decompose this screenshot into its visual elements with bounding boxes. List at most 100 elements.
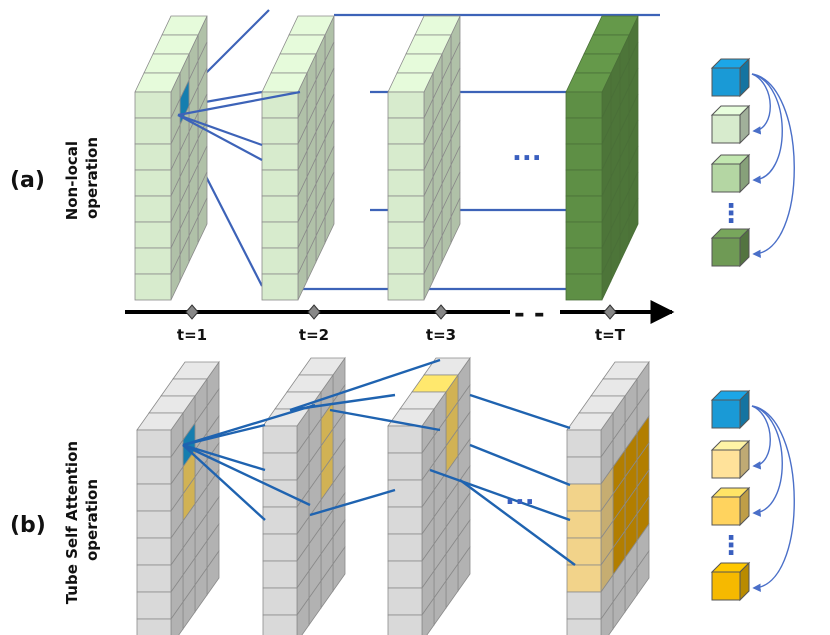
panel-b-attention-link (182, 443, 311, 507)
panel-b-attention-link (289, 393, 396, 412)
cube-front (387, 91, 425, 119)
cube-front (261, 91, 299, 119)
timeline-tick-marker (307, 304, 321, 320)
panel-b-attention-link (309, 488, 396, 517)
cube-front (566, 618, 602, 635)
cube-side (600, 600, 614, 635)
panel-b-frame-t1 (136, 360, 220, 635)
cube-front (262, 506, 298, 535)
cube-front (134, 273, 172, 301)
cube-front (565, 273, 603, 301)
panel-b-tag: (b) (10, 513, 46, 538)
panel-b-frame-t3 (387, 356, 471, 635)
cube-front (566, 591, 602, 620)
cube-front (136, 591, 172, 620)
panel-b-title-line1: Tube Self Attention (63, 441, 81, 604)
panel-b-legend-key-cube-3 (710, 561, 751, 602)
cube-front (387, 614, 423, 635)
cube-front (262, 560, 298, 589)
panel-a-legend-arrow-2 (751, 73, 783, 184)
panel-b-legend-key-cube-1 (710, 439, 751, 480)
panel-b-attention-link (429, 468, 571, 522)
panel-b-legend (710, 389, 795, 602)
cube-front (262, 614, 298, 635)
panel-a-query-link (177, 90, 301, 117)
timeline-tick-label: t=2 (299, 326, 329, 344)
cube-front (262, 533, 298, 562)
cube-front (565, 221, 603, 249)
cube-front (566, 537, 602, 566)
timeline-tick-marker (434, 304, 448, 320)
panel-a-legend (710, 57, 795, 268)
panel-b-frames (136, 356, 650, 635)
cube-front (136, 429, 172, 458)
panel-a-query-link (177, 114, 263, 161)
panel-b-title-line2: operation (83, 479, 101, 561)
cube-front (134, 195, 172, 223)
cube-front (261, 117, 299, 145)
cube-front (261, 247, 299, 275)
cube-front (136, 456, 172, 485)
cube-front (262, 425, 298, 454)
panel-b-attention-link (182, 403, 316, 447)
panel-b-legend-key-cube-2 (710, 486, 751, 527)
timeline-tick-label: t=T (595, 326, 626, 344)
panel-a-title: Non-local operation (63, 136, 101, 221)
cube-front (136, 537, 172, 566)
cube-front (387, 587, 423, 616)
panel-b-attention-link (182, 443, 266, 472)
cube-front (711, 163, 741, 193)
cube-front (134, 117, 172, 145)
panel-a-frame-t1 (134, 15, 208, 301)
panel-b-frame-t2 (262, 356, 346, 635)
panel-b-attention-link (182, 444, 266, 521)
cube-front (387, 452, 423, 481)
cube-front (566, 429, 602, 458)
cube-front (387, 273, 425, 301)
cube-front (387, 479, 423, 508)
cube-front (136, 510, 172, 539)
cube-front (565, 169, 603, 197)
cube-front (565, 247, 603, 275)
cube-front (262, 587, 298, 616)
cube-side (170, 600, 184, 635)
timeline-tick-marker (185, 304, 199, 320)
cube-front (261, 169, 299, 197)
panel-b-attention-link (459, 479, 576, 566)
cube-front (387, 247, 425, 275)
panel-a-tag: (a) (10, 168, 45, 193)
panel-b-ellipsis: ... (505, 481, 535, 511)
cube-front (565, 117, 603, 145)
cube-front (565, 143, 603, 171)
panel-a-legend-key-cube-2 (710, 153, 751, 194)
cube-front (711, 571, 741, 601)
cube-front (387, 506, 423, 535)
panel-a-legend-ellipsis: ⋮ (718, 199, 744, 229)
cube-front (711, 496, 741, 526)
panel-b-title: Tube Self Attention operation (63, 436, 101, 605)
panel-a-legend-key-cube-3 (710, 227, 751, 268)
panel-a-frame-t2 (261, 15, 335, 301)
panel-a-legend-arrow-3 (751, 73, 795, 258)
panel-a-ellipsis: ... (512, 137, 542, 167)
cube-front (565, 91, 603, 119)
cube-front (136, 564, 172, 593)
cube-front (566, 510, 602, 539)
panel-b-connectors (182, 358, 576, 566)
panel-b-legend-arrow-3 (751, 405, 795, 592)
panel-b-frame-tT (566, 360, 650, 635)
cube-front (711, 114, 741, 144)
cube-front (262, 452, 298, 481)
cube-front (136, 483, 172, 512)
cube-front (261, 195, 299, 223)
cube-front (387, 560, 423, 589)
panel-a-title-line2: operation (83, 137, 101, 219)
cube-front (565, 195, 603, 223)
panel-a-connectors-front (177, 90, 301, 161)
cube-front (261, 221, 299, 249)
panel-a-title-line1: Non-local (63, 141, 81, 220)
panel-b-attention-link (289, 358, 441, 412)
cube-front (566, 564, 602, 593)
